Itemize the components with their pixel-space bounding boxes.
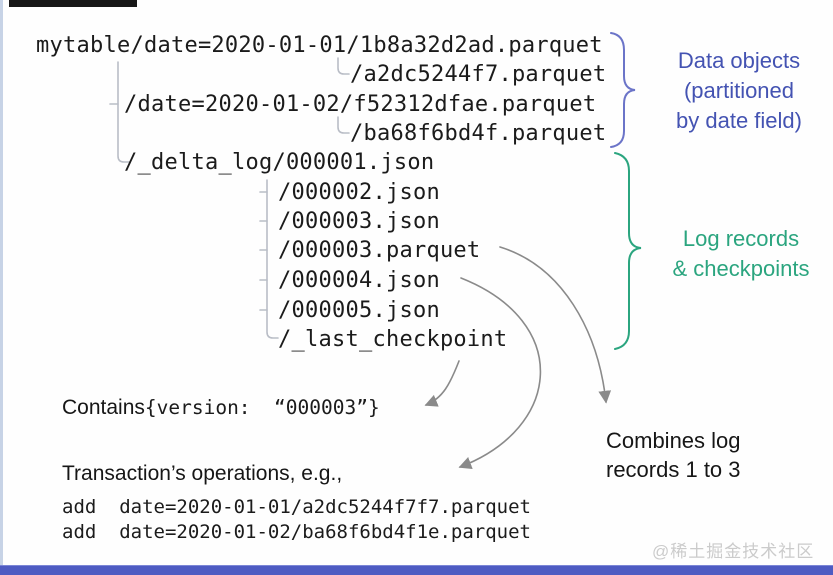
tree-row-date2-parquet-1: /date=2020-01-02/f52312dfae.parquet	[124, 92, 597, 117]
tree-row-root-parquet-1: mytable/date=2020-01-01/1b8a32d2ad.parqu…	[36, 33, 603, 58]
data-objects-label: Data objects (partitioned by date field)	[676, 48, 802, 133]
tree-row-last-checkpoint: /_last_checkpoint	[278, 327, 508, 352]
arrow-checkpoint-parquet-to-combines	[499, 246, 612, 404]
arrow-lastcheckpoint-to-contains	[424, 360, 460, 407]
transactions-heading: Transaction’s operations, e.g.,	[62, 462, 343, 485]
tree-row-deltalog-json1: /_delta_log/000001.json	[124, 150, 435, 175]
bottom-blue-bar	[0, 565, 833, 575]
tree-row-checkpoint-parquet: /000003.parquet	[278, 238, 481, 263]
watermark-text: @稀土掘金技术社区	[652, 542, 815, 561]
contains-version-code: {version: “000003”}	[144, 396, 380, 419]
tree-row-json2: /000002.json	[278, 180, 440, 205]
arrow-log4-to-transactions	[458, 277, 542, 469]
log-records-label: Log records & checkpoints	[672, 226, 810, 281]
left-edge-border	[0, 0, 3, 575]
log-records-brace	[614, 152, 642, 350]
add-operation-line-2: add date=2020-01-02/ba68f6bd4f1e.parquet	[62, 521, 531, 543]
tree-row-json3: /000003.json	[278, 209, 440, 234]
contains-version-line: Contains {version: “000003”}	[62, 396, 380, 420]
add-operation-line-1: add date=2020-01-01/a2dc5244f7f7.parquet	[62, 496, 531, 518]
combines-log-label: Combines log records 1 to 3	[606, 428, 741, 482]
tree-row-json4: /000004.json	[278, 268, 440, 293]
tree-row-parquet-2: /a2dc5244f7.parquet	[350, 62, 607, 87]
tree-row-json5: /000005.json	[278, 298, 440, 323]
top-left-dark-bar	[9, 0, 137, 7]
tree-row-date2-parquet-2: /ba68f6bd4f.parquet	[350, 121, 607, 146]
contains-prefix-text: Contains	[62, 396, 145, 419]
data-objects-brace	[610, 32, 636, 148]
